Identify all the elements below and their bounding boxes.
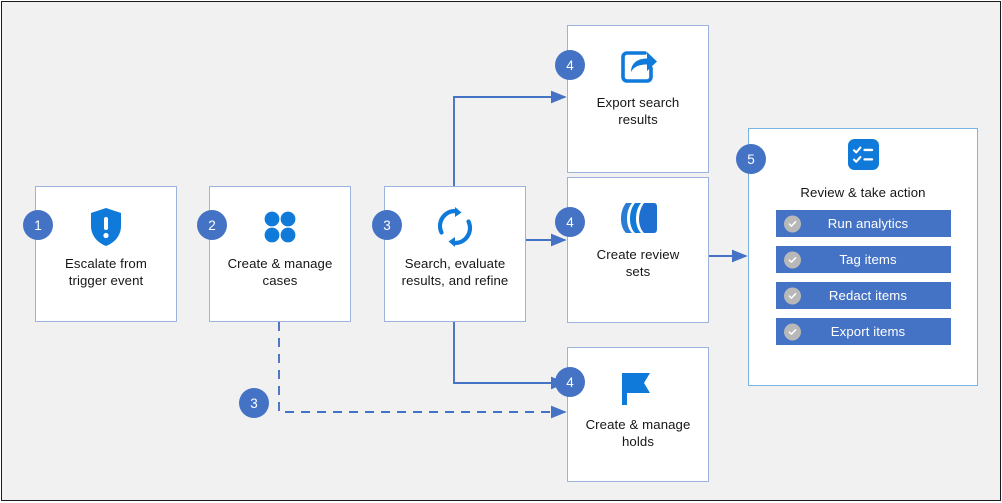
node-label: Create & manage holds <box>576 416 701 450</box>
node-escalate-from-trigger-event[interactable]: Escalate from trigger event <box>35 186 177 322</box>
action-button-label: Export items <box>830 324 906 339</box>
node-label-line2: holds <box>621 434 655 449</box>
node-label-line2: trigger event <box>68 273 144 288</box>
four-dots-grid-icon <box>260 199 300 255</box>
node-label-line1: Export search <box>596 95 680 110</box>
node-search-evaluate-refine[interactable]: Search, evaluate results, and refine <box>384 186 526 322</box>
node-label-line1: Create review <box>596 247 680 262</box>
check-circle-icon <box>783 251 801 268</box>
node-label: Create review sets <box>587 246 690 280</box>
action-button-run-analytics[interactable]: Run analytics <box>775 210 951 237</box>
check-circle-icon <box>783 287 801 304</box>
node-label: Export search results <box>587 94 690 128</box>
action-button-export-items[interactable]: Export items <box>775 318 951 345</box>
checklist-icon <box>847 139 879 181</box>
node-label-line2: results, and refine <box>401 273 509 288</box>
node-label: Create & manage cases <box>218 255 343 289</box>
action-button-label: Redact items <box>828 288 908 303</box>
node-label-line1: Create & manage <box>585 417 691 432</box>
node-label: Escalate from trigger event <box>55 255 157 289</box>
node-create-review-sets[interactable]: Create review sets <box>567 177 709 323</box>
share-export-icon <box>618 38 658 94</box>
step-badge-2: 2 <box>197 210 227 240</box>
step-badge-4-holds: 4 <box>555 367 585 397</box>
step-badge-3: 3 <box>372 210 402 240</box>
flag-icon <box>620 360 656 416</box>
node-create-manage-holds[interactable]: Create & manage holds <box>567 347 709 482</box>
sync-refresh-icon <box>435 199 475 255</box>
shield-alert-icon <box>89 199 123 255</box>
step-badge-3-dashed: 3 <box>239 388 269 418</box>
node-label: Search, evaluate results, and refine <box>392 255 519 289</box>
panel-review-take-action[interactable]: Review & take action Run analytics Tag i… <box>748 128 978 386</box>
action-button-tag-items[interactable]: Tag items <box>775 246 951 273</box>
node-label-line1: Search, evaluate <box>404 256 506 271</box>
panel-title: Review & take action <box>800 185 926 200</box>
node-label-line1: Escalate from <box>65 256 147 271</box>
node-create-manage-cases[interactable]: Create & manage cases <box>209 186 351 322</box>
stacked-layers-icon <box>617 190 659 246</box>
node-label-line2: cases <box>262 273 298 288</box>
node-export-search-results[interactable]: Export search results <box>567 25 709 173</box>
step-badge-4-reviewsets: 4 <box>555 207 585 237</box>
connector-search-to-export <box>453 90 567 186</box>
step-badge-4-export: 4 <box>555 50 585 80</box>
connector-search-to-holds <box>453 322 567 390</box>
action-button-label: Run analytics <box>827 216 909 231</box>
node-label-line1: Create & manage <box>227 256 333 271</box>
step-badge-5: 5 <box>736 144 766 174</box>
action-button-label: Tag items <box>839 252 897 267</box>
node-label-line2: results <box>618 112 658 127</box>
node-label-line2: sets <box>625 264 651 279</box>
check-circle-icon <box>783 323 801 340</box>
connector-cases-to-holds-dashed <box>278 322 567 419</box>
check-circle-icon <box>783 215 801 232</box>
step-badge-1: 1 <box>23 210 53 240</box>
action-button-redact-items[interactable]: Redact items <box>775 282 951 309</box>
